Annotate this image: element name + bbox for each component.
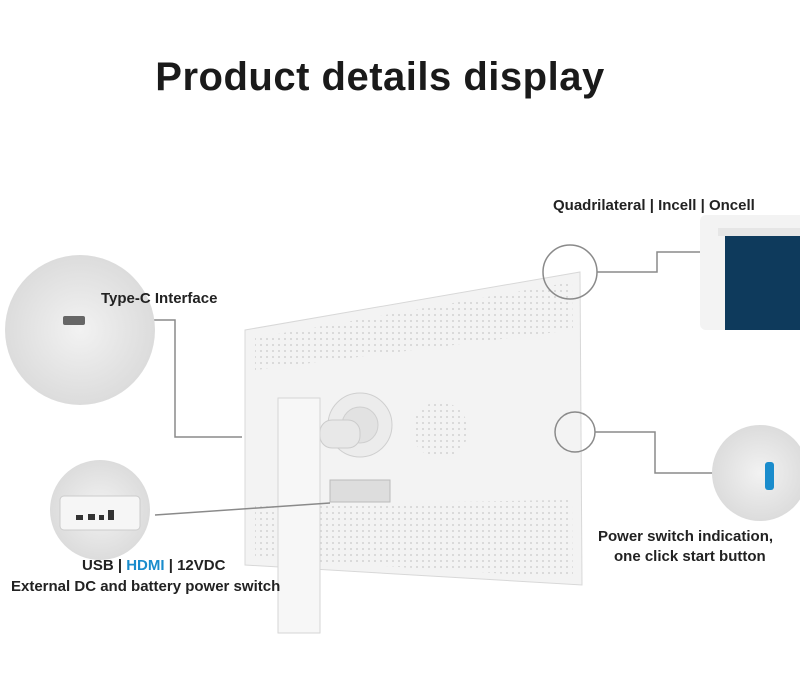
type-c-label: Type-C Interface	[101, 290, 218, 307]
separator: |	[113, 557, 127, 574]
power-switch-desc: External DC and battery power switch	[11, 578, 281, 595]
usb-label: USB	[82, 557, 114, 574]
power-indication-line1: Power switch indication,	[598, 528, 774, 545]
dc-label: 12VDC	[177, 557, 226, 574]
power-button-detail	[712, 425, 800, 521]
ports-label: USB | HDMI | 12VDC	[82, 557, 225, 574]
type-c-detail	[5, 255, 155, 405]
separator: |	[164, 557, 178, 574]
hdmi-label: HDMI	[126, 557, 165, 574]
power-indication-line2: one click start button	[614, 548, 766, 565]
panel-types-label: Quadrilateral | Incell | Oncell	[553, 197, 755, 214]
ports-detail	[50, 460, 150, 560]
page-title: Product details display	[155, 55, 605, 99]
panel-corner-detail	[700, 215, 800, 330]
monitor-back	[244, 271, 583, 634]
